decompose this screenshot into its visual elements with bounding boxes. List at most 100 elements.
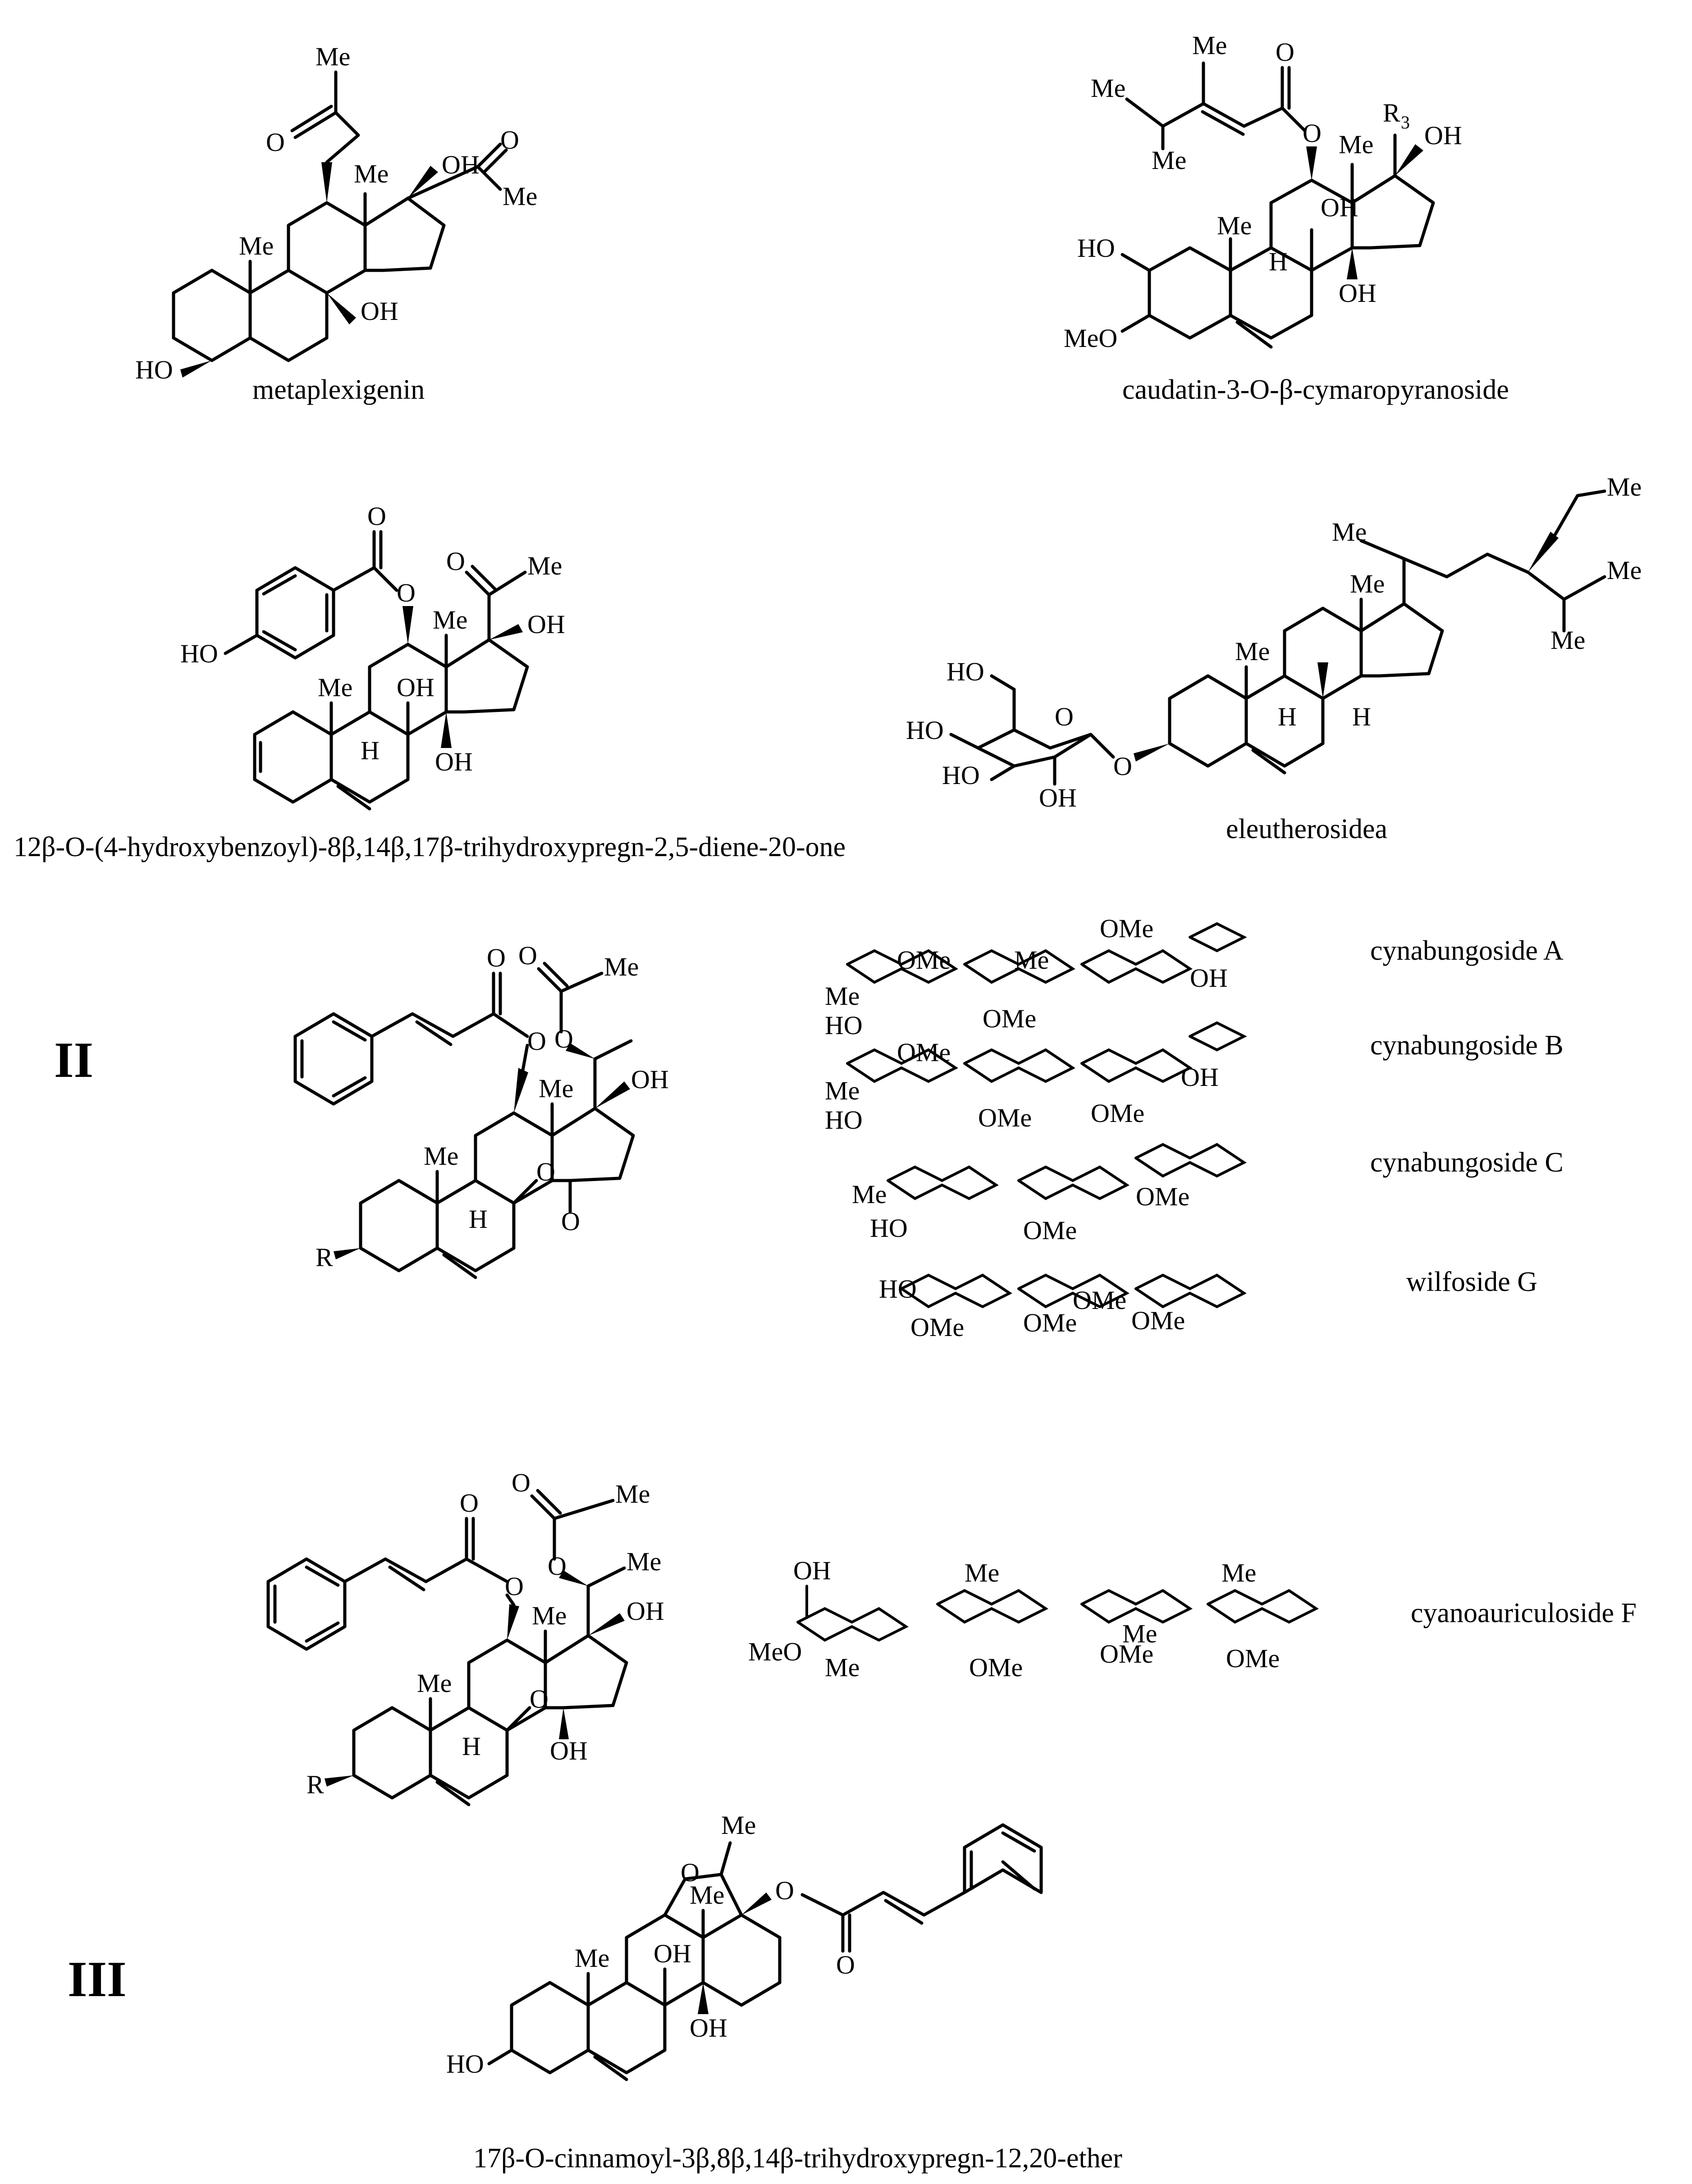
r-label: R — [306, 1770, 324, 1799]
o-label: O — [836, 1950, 855, 1979]
o-label: O — [548, 1551, 567, 1581]
sugar-chain-cyanoauriculoside: OH MeO Me Me OMe OMe Me Me OMe cyanoauri… — [748, 1556, 1637, 1682]
oh-label: OH — [1190, 963, 1228, 993]
ho-label: HO — [825, 1105, 863, 1135]
o-label: O — [554, 1024, 573, 1053]
sugar-name: cynabungoside B — [1370, 1030, 1564, 1061]
me-label: Me — [1122, 1619, 1157, 1648]
me-label: Me — [1014, 945, 1049, 975]
r3-subscript: 3 — [1401, 112, 1410, 132]
o-label: O — [460, 1488, 479, 1518]
compound-name: 17β-O-cinnamoyl-3β,8β,14β-trihydroxypreg… — [473, 2143, 1122, 2174]
group-ii-aglycone: O O O O Me OH O O Me Me H — [293, 941, 669, 1279]
group-label-iii: III — [68, 1951, 127, 2007]
me-label: Me — [626, 1547, 661, 1576]
oh-label: OH — [527, 610, 565, 639]
ome-label: OMe — [983, 1004, 1036, 1033]
me-label: Me — [424, 1141, 458, 1171]
ho-label: HO — [947, 657, 984, 686]
me-label: Me — [1332, 517, 1367, 547]
o-label: O — [527, 1026, 546, 1056]
group-ii-aglycone-2: O O O OH Me OH Me O O Me Me H R — [266, 1468, 664, 1806]
oh-label: OH — [397, 673, 434, 702]
r3-label: R — [1383, 98, 1400, 128]
o-label: O — [1276, 37, 1294, 67]
compound-name: eleutherosidea — [1226, 814, 1387, 844]
compound-name: metaplexigenin — [252, 374, 425, 405]
oh-label: OH — [626, 1596, 664, 1626]
h-label: H — [1352, 702, 1371, 731]
o-label: O — [1055, 702, 1074, 731]
me-label: Me — [1607, 472, 1642, 502]
ome-label: OMe — [1023, 1308, 1077, 1337]
oh-label: OH — [1321, 193, 1358, 222]
me-label: Me — [316, 42, 350, 71]
me-label: Me — [539, 1074, 573, 1103]
me-label: Me — [1350, 569, 1385, 598]
ho-label: HO — [1077, 233, 1115, 263]
me-label: Me — [852, 1180, 887, 1209]
me-label: Me — [1550, 625, 1585, 655]
me-label: Me — [615, 1479, 650, 1509]
ome-label: OMe — [1100, 914, 1153, 943]
h-label: H — [1269, 247, 1288, 276]
ho-label: HO — [446, 2049, 484, 2079]
o-label: O — [367, 502, 386, 531]
o-label: O — [1303, 119, 1322, 148]
me-label: Me — [1339, 130, 1373, 159]
me-label: Me — [239, 231, 274, 260]
me-label: Me — [354, 159, 389, 188]
ho-label: HO — [906, 716, 944, 745]
compound-name: 12β-O-(4-hydroxybenzoyl)-8β,14β,17β-trih… — [14, 832, 846, 862]
ome-label: OMe — [1226, 1644, 1280, 1673]
ho-label: HO — [879, 1274, 917, 1304]
sugar-name: cynabungoside C — [1370, 1147, 1564, 1178]
oh-label: OH — [631, 1065, 669, 1094]
ome-label: OMe — [969, 1653, 1023, 1682]
me-label: Me — [1235, 637, 1270, 666]
ho-label: HO — [825, 1011, 863, 1040]
me-label: Me — [690, 1880, 724, 1910]
h-label: H — [361, 736, 380, 765]
o-label: O — [561, 1207, 580, 1236]
ome-label: OMe — [897, 1038, 951, 1067]
oh-label: OH — [1181, 1062, 1219, 1092]
me-label: Me — [1152, 146, 1186, 175]
me-label: Me — [1221, 1558, 1256, 1587]
o-label: O — [397, 578, 416, 607]
me-label: Me — [825, 1076, 860, 1105]
o-label: O — [536, 1157, 555, 1186]
oh-label: OH — [550, 1736, 588, 1765]
me-label: Me — [532, 1601, 567, 1630]
me-label: Me — [825, 1653, 860, 1682]
sugar-name: wilfoside G — [1406, 1267, 1537, 1297]
sugar-chains-ii: Me HO OMe OMe Me OMe OH cynabungoside A … — [825, 914, 1564, 1342]
o-label: O — [518, 941, 537, 970]
me-label: Me — [1217, 211, 1252, 240]
ho-label: HO — [870, 1213, 908, 1243]
ho-label: HO — [135, 355, 173, 384]
ome-label: OMe — [1023, 1216, 1077, 1245]
h-label: H — [462, 1732, 481, 1761]
hydroxybenzoyl-pregnadiene-structure: O O HO Me O Me OH OH H OH Me 12β-O-(4-hy… — [14, 502, 846, 862]
ome-label: OMe — [1131, 1306, 1185, 1335]
oh-label: OH — [361, 296, 398, 326]
r-label: R — [316, 1243, 333, 1272]
me-label: Me — [965, 1558, 999, 1587]
eleutherosidea-structure: Me Me Me Me Me Me H H O O HO HO HO OH el… — [906, 472, 1642, 844]
oh-label: OH — [1424, 121, 1462, 150]
me-label: Me — [721, 1810, 756, 1840]
me-label: Me — [527, 551, 562, 580]
oh-label: OH — [690, 2013, 727, 2043]
me-label: Me — [1091, 73, 1125, 103]
group-iii-structure: O Me O O Me OH OH Me HO 17β-O-cinnamoyl-… — [446, 1810, 1122, 2174]
group-label-ii: II — [54, 1032, 93, 1088]
me-label: Me — [503, 182, 537, 211]
meo-label: MeO — [1064, 324, 1117, 353]
ome-label: OMe — [897, 945, 951, 975]
caudatin-structure: O O Me Me Me Me R 3 OH OH H OH Me HO — [1064, 31, 1509, 405]
ome-label: OMe — [978, 1103, 1032, 1132]
me-label: Me — [433, 605, 467, 634]
me-label: Me — [417, 1669, 452, 1698]
o-label: O — [1113, 752, 1132, 781]
